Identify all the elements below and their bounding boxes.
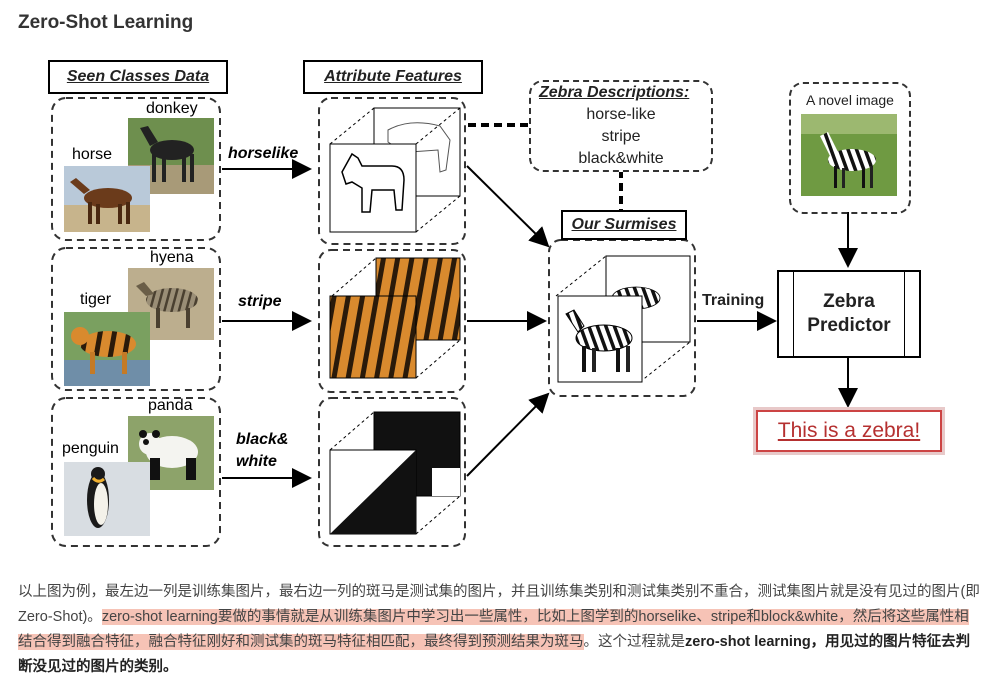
tiger-image [64, 312, 150, 386]
label-horselike: horselike [228, 145, 299, 162]
surmise-box [548, 239, 696, 397]
header-seen-classes: Seen Classes Data [48, 60, 228, 94]
label-horse: horse [72, 146, 113, 163]
paragraph-part-1: 以上图为例，最左边一列是训练集图片，最右边一列的斑马是测试集的图片，并且训练集类… [18, 584, 980, 625]
page-title: Zero-Shot Learning [18, 12, 194, 33]
seen-row1-box [51, 97, 221, 241]
black-white-cube [329, 411, 461, 535]
paragraph-part-3: 。这个过程就是 [583, 634, 686, 650]
penguin-image [64, 462, 150, 536]
paragraph-bold: zero-shot learning，用见过的图片特征去判断没见过的图片的类别。 [18, 634, 971, 675]
horse-image [64, 166, 150, 232]
attr-row2-box [318, 249, 466, 393]
novel-image-label: A novel image [806, 92, 894, 108]
diagram-canvas [51, 97, 897, 547]
explanation-paragraph: 以上图为例，最左边一列是训练集图片，最右边一列的斑马是测试集的图片，并且训练集类… [18, 580, 983, 680]
desc-line-1: horse-like [586, 106, 656, 123]
zebra-descriptions-title: Zebra Descriptions: [539, 84, 690, 101]
horselike-cube [329, 107, 461, 233]
zebra-cube [555, 255, 691, 383]
stripe-cube [329, 257, 461, 379]
seen-row2-box [51, 247, 221, 391]
label-stripe: stripe [238, 293, 282, 310]
arrow-attr3-surmise [466, 392, 550, 477]
seen-row3-box [51, 397, 221, 547]
attr-row3-box [318, 397, 466, 547]
header-attribute-features: Attribute Features [303, 60, 483, 94]
arrow-attr1-surmise [466, 165, 550, 248]
novel-zebra-image [801, 114, 897, 196]
training-label: Training [702, 292, 765, 309]
label-tiger: tiger [80, 291, 112, 308]
novel-image-box: A novel image [789, 82, 911, 214]
label-hyena: hyena [150, 249, 194, 266]
header-our-surmises: Our Surmises [561, 210, 687, 240]
label-donkey: donkey [146, 100, 198, 117]
desc-line-3: black&white [578, 150, 664, 167]
label-black-white: black& white [236, 431, 289, 470]
zebra-descriptions-box: Zebra Descriptions: horse-like stripe bl… [529, 80, 713, 172]
desc-line-2: stripe [601, 128, 641, 145]
label-panda: panda [148, 397, 193, 414]
attr-row1-box [318, 97, 466, 245]
label-penguin: penguin [62, 440, 119, 457]
result-box: This is a zebra! [756, 410, 942, 452]
